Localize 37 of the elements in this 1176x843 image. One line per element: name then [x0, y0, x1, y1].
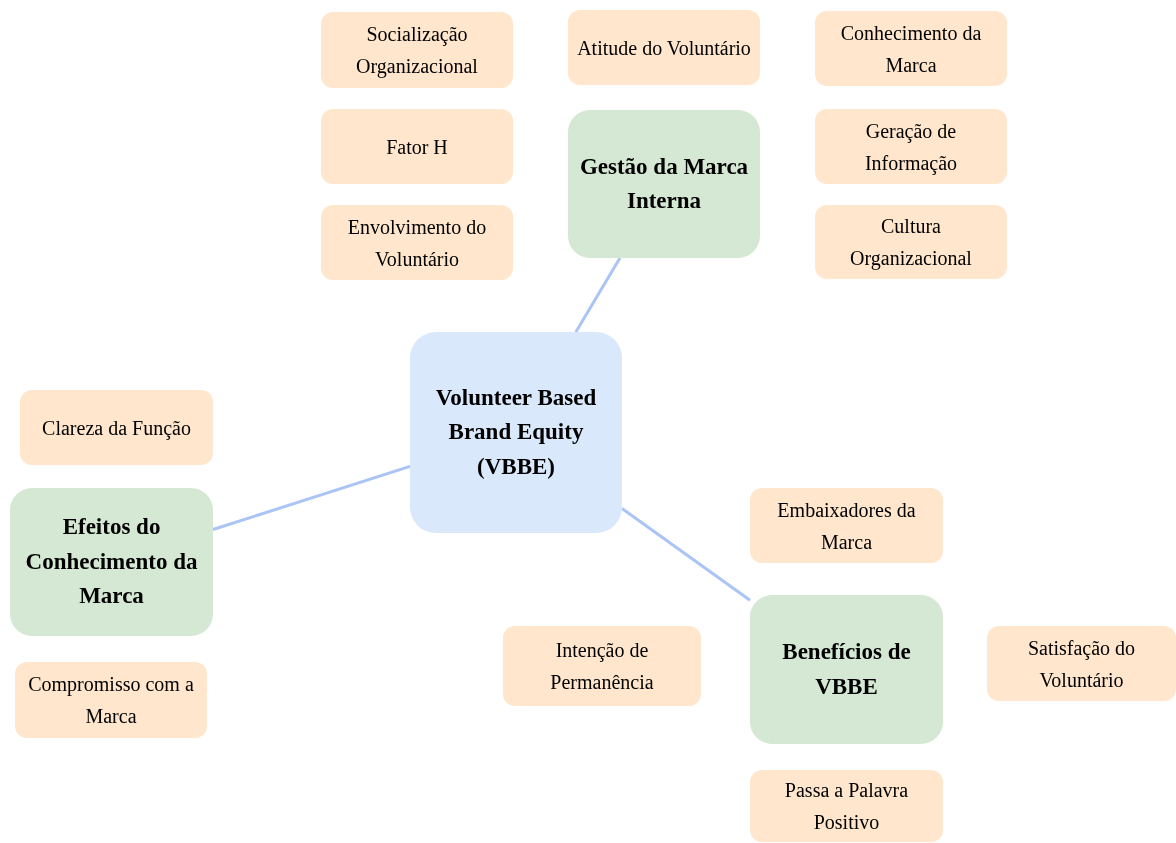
subtopic-box	[815, 205, 1007, 279]
subtopic-box	[321, 205, 513, 280]
central-topic-box	[410, 332, 622, 533]
node-text: Satisfação do Voluntário	[1026, 635, 1137, 693]
main-topic-box	[10, 488, 213, 636]
node-text: Clareza da Função	[42, 415, 191, 442]
main-topic-box	[750, 595, 943, 744]
node-text: Geração de Informação	[863, 118, 959, 177]
connector-line	[574, 257, 622, 333]
subtopic-box	[750, 770, 943, 842]
subtopic-box	[321, 109, 513, 184]
subtopic-box	[750, 488, 943, 563]
subtopic-box	[815, 11, 1007, 86]
subtopic-box	[568, 10, 760, 85]
connector-line	[212, 465, 411, 531]
node-text: Passa a Palavra Positivo	[783, 778, 910, 835]
main-topic-box	[568, 110, 760, 258]
subtopic-box	[987, 626, 1176, 701]
subtopic-box	[503, 626, 701, 706]
node-text: Compromisso com a Marca	[27, 672, 195, 729]
subtopic-box	[20, 390, 213, 465]
node-text: Benefícios de VBBE	[781, 638, 912, 701]
subtopic-box	[321, 12, 513, 88]
node-text: Cultura Organizacional	[849, 214, 973, 272]
node-text: Volunteer Based Brand Equity (VBBE)	[434, 383, 598, 481]
node-text: Fator H	[386, 134, 448, 160]
node-text: Efeitos do Conhecimento da Marca	[24, 513, 199, 611]
subtopic-box	[15, 662, 207, 738]
node-text: Conhecimento da Marca	[839, 20, 983, 78]
node-text: Socialização Organizacional	[355, 22, 479, 80]
node-text: Atitude do Voluntário	[577, 35, 751, 61]
node-text: Envolvimento do Voluntário	[346, 214, 488, 272]
node-text: Embaixadores da Marca	[776, 497, 917, 555]
node-text: Intenção de Permanência	[549, 638, 655, 695]
node-text: Gestão da Marca Interna	[578, 152, 750, 215]
subtopic-box	[815, 109, 1007, 184]
connector-line	[621, 507, 751, 602]
